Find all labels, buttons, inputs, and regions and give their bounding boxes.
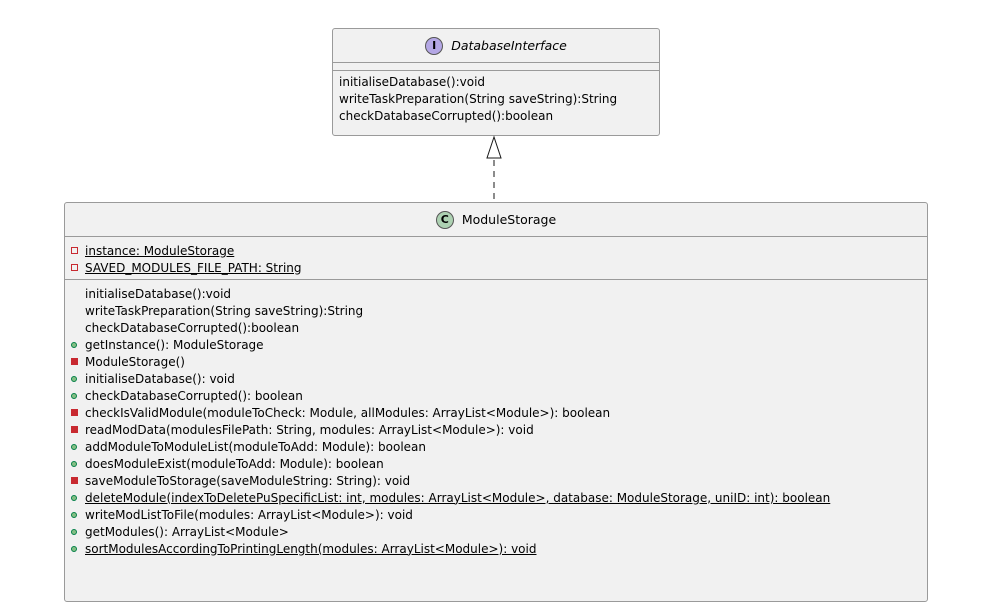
method-row: readModData(modulesFilePath: String, mod…: [71, 421, 927, 438]
interface-methods-section: initialiseDatabase():void writeTaskPrepa…: [333, 71, 659, 124]
method-row: deleteModule(indexToDeletePuSpecificList…: [71, 489, 927, 506]
method-row: getInstance(): ModuleStorage: [71, 336, 927, 353]
method-row: getModules(): ArrayList<Module>: [71, 523, 927, 540]
public-method-icon: [71, 528, 81, 535]
method-row: checkDatabaseCorrupted(): boolean: [71, 387, 927, 404]
class-methods-section: initialiseDatabase():void writeTaskPrepa…: [65, 280, 927, 557]
private-method-icon: [71, 409, 81, 416]
class-stereotype-icon: C: [435, 210, 454, 229]
method-row: initialiseDatabase(): void: [71, 370, 927, 387]
method-row: checkIsValidModule(moduleToCheck: Module…: [71, 404, 927, 421]
interface-method: writeTaskPreparation(String saveString):…: [339, 91, 618, 106]
field-row: SAVED_MODULES_FILE_PATH: String: [71, 259, 927, 276]
method-row: sortModulesAccordingToPrintingLength(mod…: [71, 540, 927, 557]
class-name: ModuleStorage: [461, 212, 557, 227]
interface-fields-section: [333, 63, 659, 71]
public-method-icon: [71, 443, 81, 450]
interface-method: checkDatabaseCorrupted():boolean: [339, 108, 554, 123]
public-method-icon: [71, 511, 81, 518]
method-row: addModuleToModuleList(moduleToAdd: Modul…: [71, 438, 927, 455]
method-row: ModuleStorage(): [71, 353, 927, 370]
public-method-icon: [71, 494, 81, 501]
public-method-icon: [71, 375, 81, 382]
field-row: instance: ModuleStorage: [71, 242, 927, 259]
method-row: initialiseDatabase():void: [85, 286, 232, 301]
private-method-icon: [71, 477, 81, 484]
method-row: checkDatabaseCorrupted():boolean: [85, 320, 300, 335]
private-method-icon: [71, 358, 81, 365]
realization-arrowhead-icon: [486, 135, 502, 159]
interface-stereotype-icon: I: [425, 36, 444, 55]
interface-header: I DatabaseInterface: [333, 29, 659, 63]
private-method-icon: [71, 426, 81, 433]
public-method-icon: [71, 392, 81, 399]
private-field-icon: [71, 247, 81, 254]
class-header: C ModuleStorage: [65, 203, 927, 237]
public-method-icon: [71, 460, 81, 467]
interface-method: initialiseDatabase():void: [339, 74, 486, 89]
class-fields-section: instance: ModuleStorage SAVED_MODULES_FI…: [65, 237, 927, 280]
method-row: doesModuleExist(moduleToAdd: Module): bo…: [71, 455, 927, 472]
public-method-icon: [71, 545, 81, 552]
database-interface-box: I DatabaseInterface initialiseDatabase()…: [332, 28, 660, 136]
private-field-icon: [71, 264, 81, 271]
interface-name: DatabaseInterface: [451, 38, 567, 53]
method-row: writeTaskPreparation(String saveString):…: [85, 303, 364, 318]
method-row: writeModListToFile(modules: ArrayList<Mo…: [71, 506, 927, 523]
public-method-icon: [71, 341, 81, 348]
module-storage-box: C ModuleStorage instance: ModuleStorage …: [64, 202, 928, 602]
realization-arrow: [486, 135, 502, 202]
method-row: saveModuleToStorage(saveModuleString: St…: [71, 472, 927, 489]
